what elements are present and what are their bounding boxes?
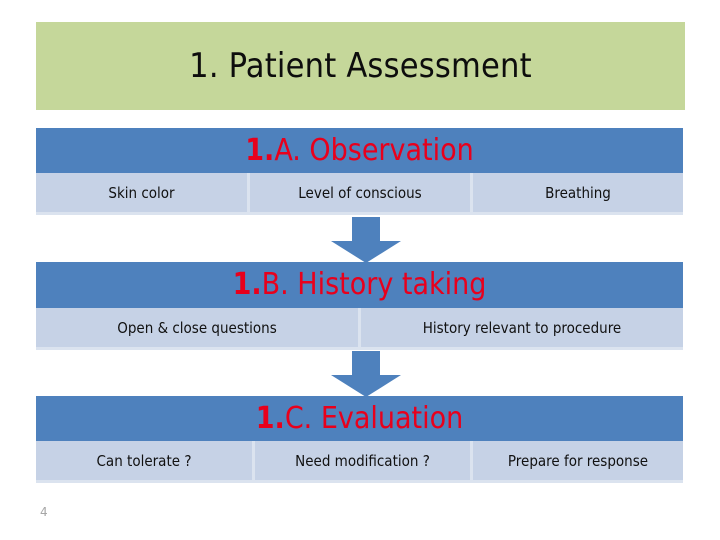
subitem-label: Need modification ?: [295, 451, 430, 470]
subitem-label: Skin color: [108, 183, 175, 202]
section-evaluation: 1.C. Evaluation Can tolerate ? Need modi…: [36, 396, 683, 483]
subitem-row-observation: Skin color Level of conscious Breathing: [36, 173, 683, 215]
section-title-text-history-taking: B. History taking: [261, 267, 487, 302]
subitem-need-modification[interactable]: Need modification ?: [255, 441, 470, 480]
subitem-skin-color[interactable]: Skin color: [36, 173, 247, 212]
subitem-label: Can tolerate ?: [96, 451, 192, 470]
section-header-evaluation: 1.C. Evaluation: [36, 396, 683, 441]
slide-title-banner: 1. Patient Assessment: [36, 22, 685, 110]
section-header-history-taking: 1.B. History taking: [36, 262, 683, 308]
section-title-evaluation: 1.C. Evaluation: [255, 400, 464, 436]
subitem-history-relevant-to-procedure[interactable]: History relevant to procedure: [361, 308, 683, 347]
section-title-text-observation: A. Observation: [274, 132, 474, 168]
section-header-observation: 1.A. Observation: [36, 128, 683, 173]
page-title: 1. Patient Assessment: [189, 46, 532, 86]
section-number-history-taking: 1.: [232, 267, 262, 302]
subitem-label: Prepare for response: [507, 451, 649, 470]
subitem-open-close-questions[interactable]: Open & close questions: [36, 308, 358, 347]
subitem-label: Level of conscious: [298, 183, 422, 202]
subitem-row-history-taking: Open & close questions History relevant …: [36, 308, 683, 350]
section-history-taking: 1.B. History taking Open & close questio…: [36, 262, 683, 350]
section-title-observation: 1.A. Observation: [245, 132, 474, 168]
subitem-label: Breathing: [545, 183, 611, 202]
section-observation: 1.A. Observation Skin color Level of con…: [36, 128, 683, 215]
page-number: 4: [40, 505, 48, 519]
section-title-history-taking: 1.B. History taking: [233, 270, 487, 300]
arrow-down-icon: [330, 351, 402, 397]
arrow-down-icon: [330, 217, 402, 263]
section-title-text-evaluation: C. Evaluation: [284, 400, 464, 436]
subitem-prepare-for-response[interactable]: Prepare for response: [473, 441, 683, 480]
subitem-level-of-conscious[interactable]: Level of conscious: [250, 173, 470, 212]
section-number-observation: 1.: [245, 132, 275, 168]
section-number-evaluation: 1.: [255, 400, 285, 436]
subitem-label: History relevant to procedure: [422, 318, 622, 337]
subitem-breathing[interactable]: Breathing: [473, 173, 683, 212]
subitem-row-evaluation: Can tolerate ? Need modification ? Prepa…: [36, 441, 683, 483]
subitem-can-tolerate[interactable]: Can tolerate ?: [36, 441, 252, 480]
subitem-label: Open & close questions: [117, 318, 277, 337]
